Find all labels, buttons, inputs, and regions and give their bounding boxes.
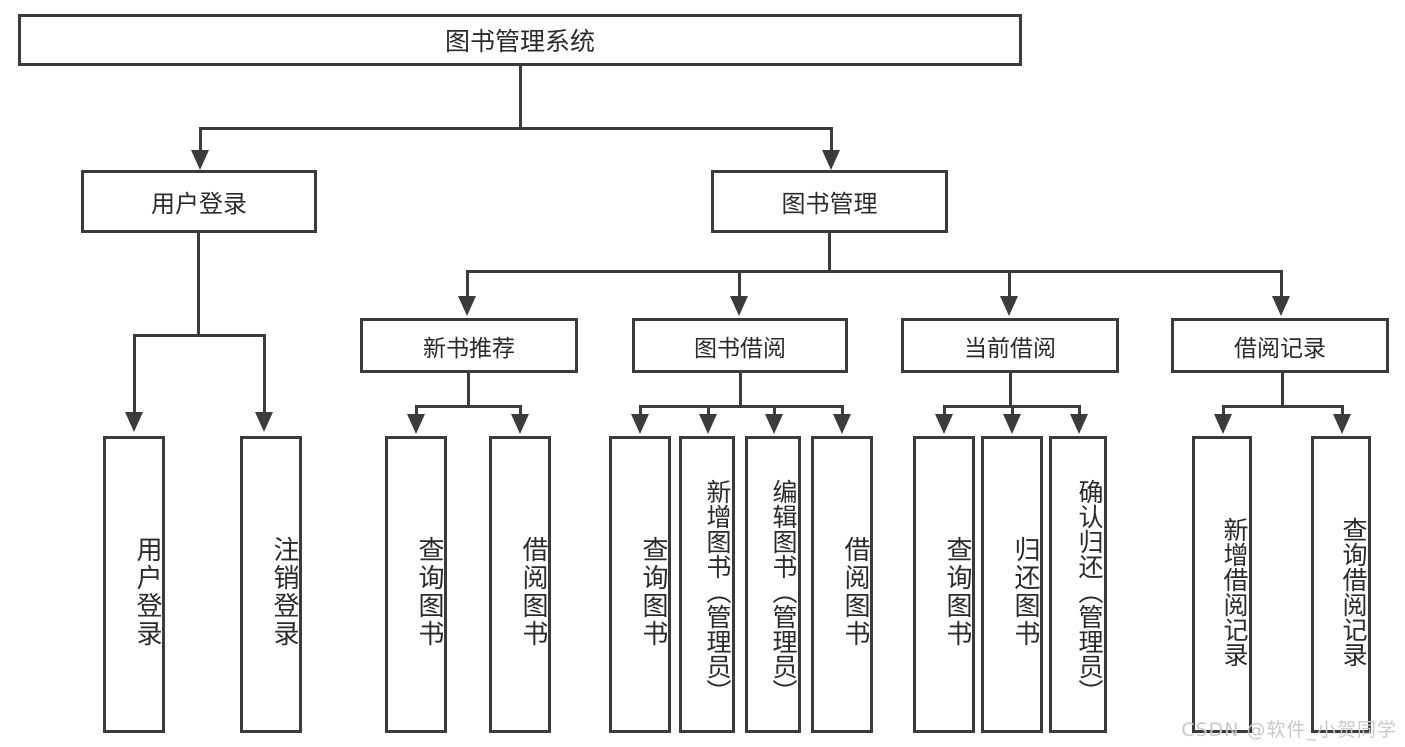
node-new-book-recommend[interactable]: 新书推荐	[360, 318, 578, 373]
arrowhead-g1-1	[407, 414, 425, 434]
node-book-manage[interactable]: 图书管理	[711, 170, 948, 233]
node-book-borrow[interactable]: 图书借阅	[632, 318, 848, 373]
edge-drop-g1-2	[519, 405, 522, 418]
edge-drop-g2-3	[773, 405, 776, 418]
edge-top-bus	[199, 127, 833, 130]
edge-root-stem	[519, 66, 522, 127]
leaf-borrow-book[interactable]: 借阅图书	[811, 436, 873, 733]
edge-drop-g1-1	[415, 405, 418, 418]
edge-drop-g4-1	[1222, 405, 1225, 418]
arrowhead-g2-1	[631, 414, 649, 434]
edge-drop-g4-2	[1341, 405, 1344, 418]
edge-g1-bus	[415, 405, 522, 408]
arrowhead-g4-2	[1333, 414, 1351, 434]
arrowhead-group-4	[1272, 296, 1290, 316]
arrowhead-group-1	[458, 296, 476, 316]
node-label: 归还图书	[1010, 535, 1040, 648]
node-label: 查询图书	[638, 535, 668, 648]
leaf-logout[interactable]: 注销登录	[240, 436, 302, 733]
arrowhead-g2-4	[833, 414, 851, 434]
edge-g3-stem	[1009, 373, 1012, 405]
node-label: 新增图书（管理员）	[703, 479, 732, 704]
node-label: 查询图书	[414, 535, 444, 648]
node-label: 注销登录	[269, 535, 299, 648]
edge-user-login-bus	[133, 334, 263, 337]
leaf-user-login[interactable]: 用户登录	[103, 436, 165, 733]
node-label: 当前借阅	[964, 335, 1056, 362]
edge-drop-g3-3	[1078, 405, 1081, 418]
edge-g4-bus	[1222, 405, 1344, 408]
arrowhead-g3-3	[1070, 414, 1088, 434]
edge-drop-group-3	[1008, 270, 1011, 300]
arrowhead-g2-2	[699, 414, 717, 434]
edge-drop-user-login	[199, 127, 202, 154]
node-label: 编辑图书（管理员）	[769, 479, 798, 704]
edge-g1-stem	[467, 373, 470, 405]
leaf-confirm-return-admin[interactable]: 确认归还（管理员）	[1049, 436, 1107, 733]
node-borrow-record[interactable]: 借阅记录	[1171, 318, 1389, 373]
arrowhead-book-manage	[822, 150, 840, 170]
edge-drop-book-manage	[830, 127, 833, 154]
node-root-system[interactable]: 图书管理系统	[18, 14, 1022, 66]
edge-g4-stem	[1281, 373, 1284, 405]
node-user-login[interactable]: 用户登录	[81, 170, 317, 233]
arrowhead-g1-2	[511, 414, 529, 434]
edge-drop-group-1	[466, 270, 469, 300]
node-label: 图书借阅	[694, 335, 786, 362]
leaf-borrow-book-recommend[interactable]: 借阅图书	[489, 436, 551, 733]
node-label: 查询借阅记录	[1339, 516, 1368, 667]
leaf-add-book-admin[interactable]: 新增图书（管理员）	[679, 436, 735, 733]
edge-drop-g3-2	[1011, 405, 1014, 418]
edge-drop-group-2	[738, 270, 741, 300]
arrowhead-login-1	[125, 412, 143, 432]
leaf-query-book-current[interactable]: 查询图书	[913, 436, 975, 733]
node-label: 查询图书	[942, 535, 972, 648]
arrowhead-group-3	[1000, 296, 1018, 316]
edge-user-login-stem	[197, 233, 200, 334]
node-label: 新增借阅记录	[1220, 516, 1249, 667]
arrowhead-g4-1	[1214, 414, 1232, 434]
edge-drop-g2-1	[639, 405, 642, 418]
edge-drop-g2-4	[841, 405, 844, 418]
edge-drop-g2-2	[707, 405, 710, 418]
leaf-query-book-recommend[interactable]: 查询图书	[385, 436, 447, 733]
node-label: 借阅图书	[518, 535, 548, 648]
node-label: 新书推荐	[423, 335, 515, 362]
edge-drop-login-2	[263, 334, 266, 416]
leaf-add-borrow-record[interactable]: 新增借阅记录	[1192, 436, 1252, 733]
edge-book-manage-bus	[466, 270, 1283, 273]
node-current-borrow[interactable]: 当前借阅	[901, 318, 1119, 373]
edge-g2-bus	[639, 405, 844, 408]
leaf-query-borrow-record[interactable]: 查询借阅记录	[1311, 436, 1371, 733]
edge-drop-login-1	[133, 334, 136, 416]
node-label: 确认归还（管理员）	[1075, 479, 1104, 704]
leaf-query-book-borrow[interactable]: 查询图书	[609, 436, 671, 733]
arrowhead-g3-2	[1003, 414, 1021, 434]
leaf-return-book[interactable]: 归还图书	[981, 436, 1043, 733]
node-label: 用户登录	[132, 535, 162, 648]
arrowhead-g3-1	[935, 414, 953, 434]
node-label: 用户登录	[151, 190, 247, 218]
watermark: CSDN @软件_小贺同学	[1181, 719, 1397, 741]
arrowhead-g2-3	[765, 414, 783, 434]
arrowhead-group-2	[730, 296, 748, 316]
edge-drop-group-4	[1280, 270, 1283, 300]
node-label: 图书管理系统	[444, 27, 595, 56]
arrowhead-login-2	[255, 412, 273, 432]
edge-book-manage-stem	[828, 233, 831, 270]
edge-g2-stem	[739, 373, 742, 405]
arrowhead-user-login	[191, 150, 209, 170]
leaf-edit-book-admin[interactable]: 编辑图书（管理员）	[745, 436, 801, 733]
node-label: 借阅记录	[1234, 335, 1326, 362]
edge-drop-g3-1	[943, 405, 946, 418]
node-label: 图书管理	[781, 190, 878, 218]
node-label: 借阅图书	[840, 535, 870, 648]
